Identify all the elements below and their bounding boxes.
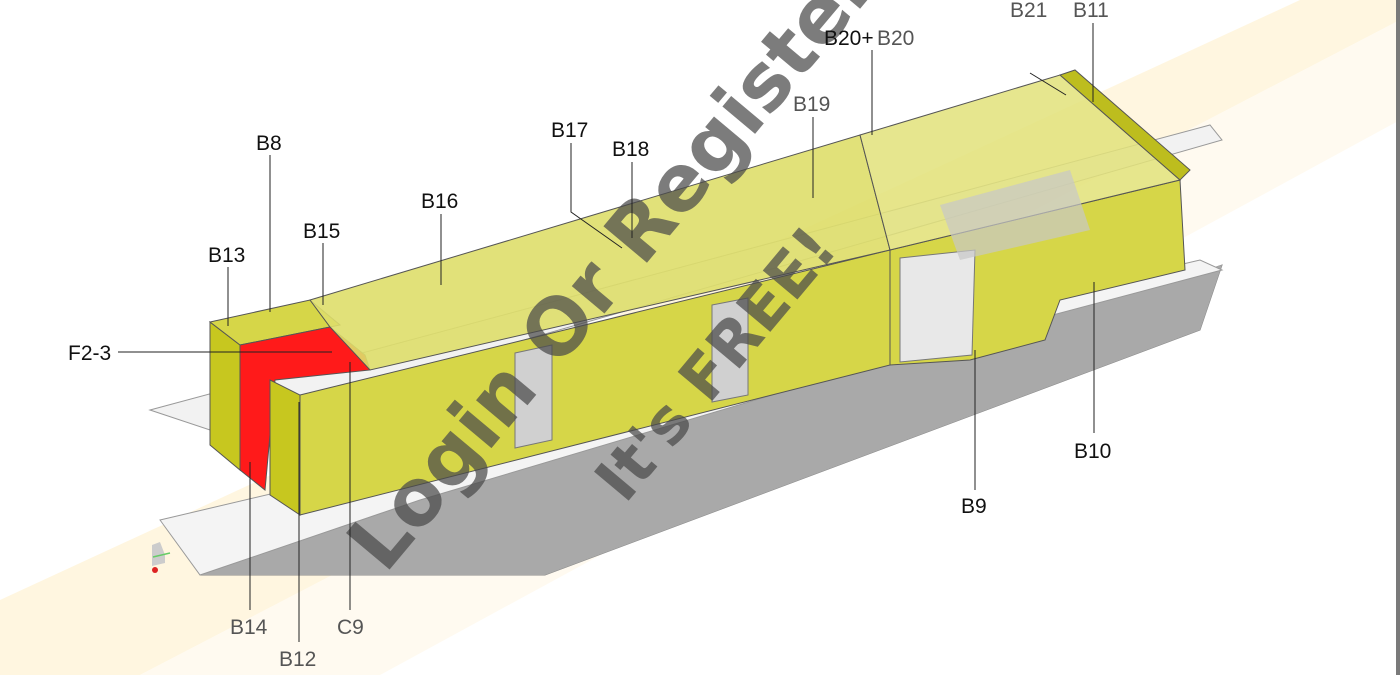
deckhouse [208, 69, 1191, 516]
label-b11: B11 [1073, 0, 1109, 22]
part-labels: B8 B13 B15 B16 B17 B18 B19 B20+ B20 B21 … [68, 0, 1111, 671]
label-b18: B18 [612, 138, 649, 161]
label-b15: B15 [303, 220, 340, 243]
panel-top-side [309, 134, 891, 371]
label-b10: B10 [1074, 440, 1111, 463]
label-b14: B14 [230, 616, 268, 639]
label-b12: B12 [279, 648, 316, 671]
scrollbar[interactable] [1396, 0, 1400, 675]
label-b9: B9 [961, 495, 987, 518]
label-b21: B21 [1010, 0, 1047, 22]
label-c9: C9 [337, 616, 364, 639]
label-b13: B13 [208, 244, 245, 267]
label-b8: B8 [256, 132, 282, 155]
axis-triad-icon [152, 542, 171, 573]
panel-b12 [269, 379, 301, 516]
label-b19: B19 [793, 93, 830, 116]
door-opening [899, 249, 976, 363]
label-b17: B17 [551, 119, 588, 142]
label-b20: B20 [877, 27, 914, 50]
panel-b13 [209, 320, 241, 472]
door-opening-3 [514, 344, 553, 449]
door-opening-2 [711, 297, 749, 403]
leader-lines [118, 23, 1095, 642]
interior-floor [940, 170, 1090, 260]
label-f2-3: F2-3 [68, 342, 111, 365]
label-b20-plus: B20+ [824, 27, 874, 50]
label-b16: B16 [421, 190, 458, 213]
